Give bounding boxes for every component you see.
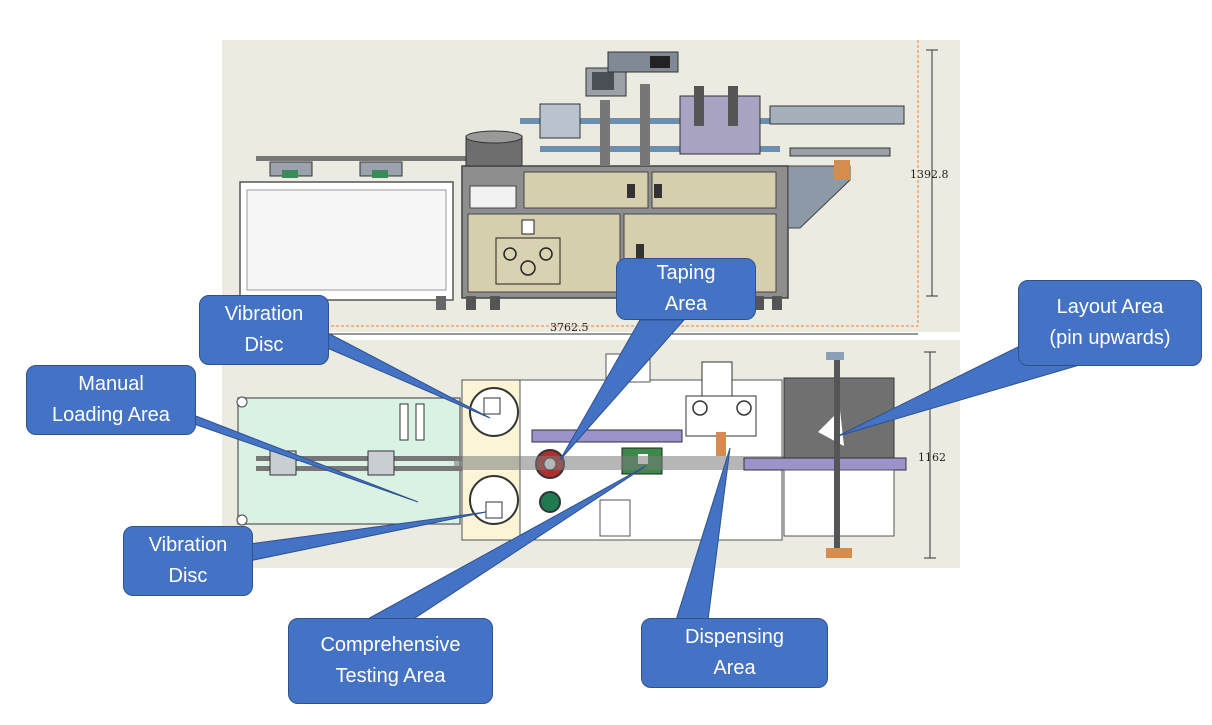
length-dimension-label: 3762.5 bbox=[550, 321, 589, 334]
taping-track bbox=[531, 429, 683, 443]
layout-track bbox=[743, 457, 907, 471]
top-view: 1162 bbox=[236, 351, 946, 559]
height-dimension-label: 1392.8 bbox=[910, 168, 949, 181]
callout-taping: Taping Area bbox=[616, 258, 756, 320]
top-rail bbox=[256, 156, 466, 161]
callout-vibration-disc-top: Vibration Disc bbox=[199, 295, 329, 365]
callout-manual-loading: Manual Loading Area bbox=[26, 365, 196, 435]
callout-comprehensive-testing: Comprehensive Testing Area bbox=[288, 618, 493, 704]
width-dimension-label: 1162 bbox=[918, 451, 946, 464]
callout-vibration-disc-bottom: Vibration Disc bbox=[123, 526, 253, 596]
dispensing-needle bbox=[716, 432, 726, 456]
front-view: 1392.8 3762.5 bbox=[239, 40, 949, 335]
callout-dispensing: Dispensing Area bbox=[641, 618, 828, 688]
transfer-line bbox=[454, 456, 784, 470]
pointer-taping bbox=[559, 319, 686, 461]
callout-pointers bbox=[169, 319, 1078, 621]
taping-head bbox=[679, 95, 761, 155]
callout-layout: Layout Area (pin upwards) bbox=[1018, 280, 1202, 366]
right-conveyor bbox=[769, 105, 905, 125]
vibration-disc-bottom bbox=[469, 475, 519, 525]
cabinet-drawer-right bbox=[651, 171, 777, 209]
